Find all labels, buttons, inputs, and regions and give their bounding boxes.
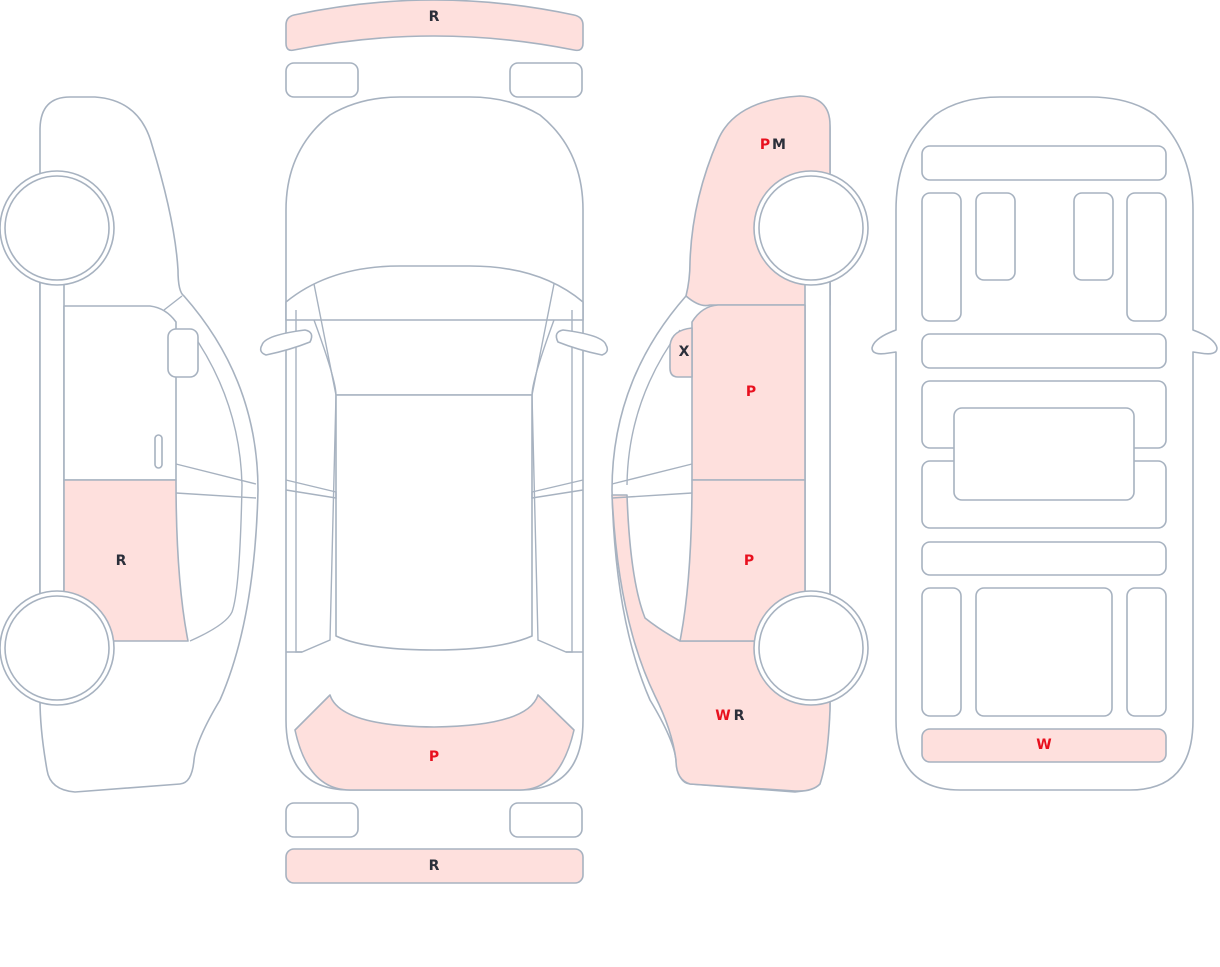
code-W: W — [715, 708, 730, 724]
right-belt-line — [611, 463, 693, 499]
right-pillar — [804, 281, 831, 599]
code-R: R — [429, 858, 440, 874]
rear-hood[interactable] — [294, 694, 575, 791]
code-R: R — [429, 9, 440, 25]
left-door-handle — [154, 434, 163, 469]
front-bumper[interactable] — [285, 0, 584, 52]
front-right-door-trim[interactable] — [1126, 192, 1167, 322]
code-W: W — [1036, 737, 1051, 753]
center-console[interactable] — [953, 407, 1135, 501]
code-P: P — [744, 553, 754, 569]
right-front-wheel[interactable] — [758, 175, 864, 281]
right-rear-door[interactable] — [679, 479, 806, 642]
left-pillar — [39, 281, 65, 599]
left-side-view: R — [0, 96, 259, 793]
rear-right-light[interactable] — [509, 802, 583, 838]
driver-seat[interactable] — [975, 192, 1016, 281]
front-left-light[interactable] — [285, 62, 359, 98]
code-P: P — [429, 749, 439, 765]
top-view: R P R — [259, 0, 609, 884]
left-mirror-top[interactable] — [259, 329, 313, 356]
front-seat-backs[interactable] — [921, 333, 1167, 369]
rear-seat-back[interactable] — [921, 541, 1167, 576]
top-belt-line — [285, 479, 584, 499]
code-M: M — [772, 137, 786, 153]
right-window-line — [626, 329, 681, 486]
code-R: R — [116, 553, 127, 569]
left-belt-line — [175, 463, 257, 499]
hood[interactable] — [285, 265, 584, 321]
dashboard[interactable] — [921, 145, 1167, 181]
right-rear-quarter[interactable] — [611, 494, 831, 792]
rear-right-trim[interactable] — [1126, 587, 1167, 717]
side-window-lines — [286, 319, 583, 653]
code-P: P — [760, 137, 770, 153]
code-P: P — [746, 384, 756, 400]
interior-view: W — [871, 96, 1218, 791]
left-rear-wheel[interactable] — [4, 595, 110, 701]
roof[interactable] — [335, 394, 533, 651]
right-front-door[interactable] — [691, 304, 806, 481]
code-R: R — [734, 708, 745, 724]
right-side-view: P M W R P P X — [611, 95, 869, 793]
left-front-wheel[interactable] — [4, 175, 110, 281]
front-left-door-trim[interactable] — [921, 192, 962, 322]
rear-left-trim[interactable] — [921, 587, 962, 717]
right-mirror-top[interactable] — [555, 329, 609, 356]
code-X: X — [679, 344, 690, 360]
passenger-seat[interactable] — [1073, 192, 1114, 281]
left-mirror[interactable] — [167, 328, 199, 378]
rear-floor[interactable] — [921, 728, 1167, 763]
left-window-line — [163, 295, 243, 642]
front-right-light[interactable] — [509, 62, 583, 98]
trunk[interactable] — [975, 587, 1113, 717]
rear-left-light[interactable] — [285, 802, 359, 838]
right-mirror[interactable] — [669, 327, 693, 378]
left-front-door[interactable] — [63, 305, 177, 481]
rear-bumper[interactable] — [285, 848, 584, 884]
right-rear-wheel[interactable] — [758, 595, 864, 701]
